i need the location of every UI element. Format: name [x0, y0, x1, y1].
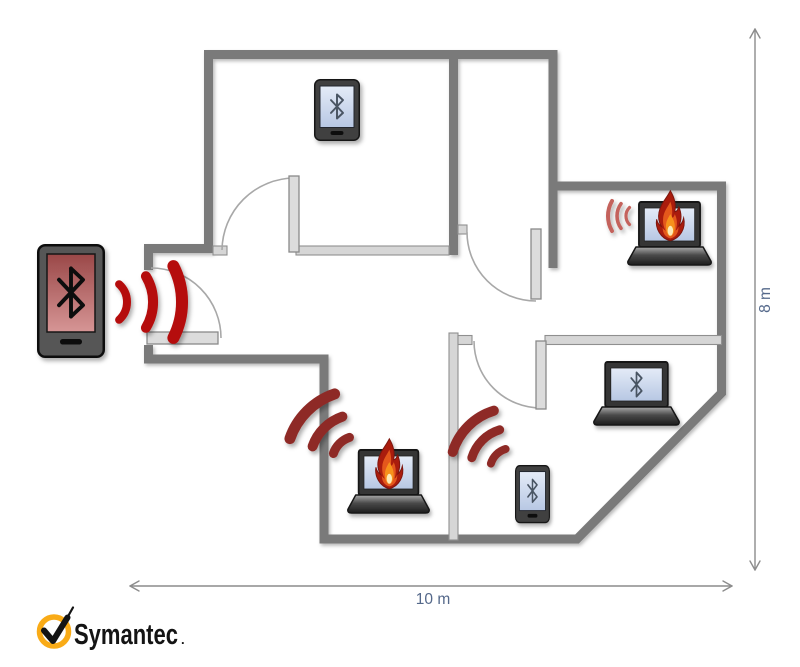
symantec-logo: Symantec .	[36, 606, 185, 651]
interior-walls	[212, 224, 723, 541]
width-dimension: 10 m	[129, 580, 733, 608]
door-top-room	[221, 175, 300, 253]
door-bottom-right-room	[473, 340, 547, 410]
door-leaf	[288, 175, 300, 253]
signal-waves-right-laptop-icon	[606, 199, 632, 233]
interior-wall-hallway-top	[295, 245, 450, 256]
flame-icon	[655, 190, 685, 242]
door-leaf	[535, 340, 547, 410]
signal-waves-bottom-phone-icon	[447, 405, 510, 468]
checkmark-tail	[65, 606, 75, 621]
phone-bottom-right	[516, 466, 550, 523]
door-middle-room	[466, 228, 542, 302]
door-leaf	[146, 331, 219, 345]
phone-top-room	[315, 80, 360, 141]
width-label: 10 m	[416, 591, 450, 608]
interior-wall-stub-door3	[457, 224, 468, 235]
door-swing-arc	[221, 177, 295, 251]
brand-name: Symantec	[74, 619, 178, 651]
brand-trademark: .	[181, 632, 185, 647]
bluetooth-icon	[315, 80, 360, 141]
interior-wall-bottom-right-room	[544, 334, 723, 346]
attacker-signal-waves-icon	[115, 260, 188, 344]
laptop-bottom-room-compromised	[346, 438, 431, 514]
laptop-right-room-compromised	[626, 190, 713, 266]
door-leaf	[530, 228, 542, 300]
interior-wall-stub-door4	[457, 334, 473, 346]
arrow-up-icon	[749, 28, 761, 39]
door-swing-arc	[150, 267, 222, 339]
wall-top-left-section	[144, 50, 558, 270]
height-dimension: 8 m	[749, 28, 774, 571]
attacker-phone	[38, 245, 104, 357]
door-swing-arc	[473, 340, 542, 409]
arrow-right-icon	[722, 580, 733, 592]
bluetooth-icon	[38, 245, 104, 357]
bluetooth-icon	[516, 466, 550, 523]
height-label: 8 m	[757, 287, 774, 313]
arrow-down-icon	[749, 560, 761, 571]
flame-icon	[375, 438, 404, 490]
laptop-bottom-right	[592, 361, 681, 426]
signal-waves-bottom-laptop-icon	[284, 388, 354, 458]
door-swing-arc	[466, 231, 537, 302]
interior-wall-stub-top-left	[212, 245, 228, 256]
exterior-walls	[144, 50, 726, 544]
checkmark-icon	[41, 614, 71, 644]
arrow-left-icon	[129, 580, 140, 592]
